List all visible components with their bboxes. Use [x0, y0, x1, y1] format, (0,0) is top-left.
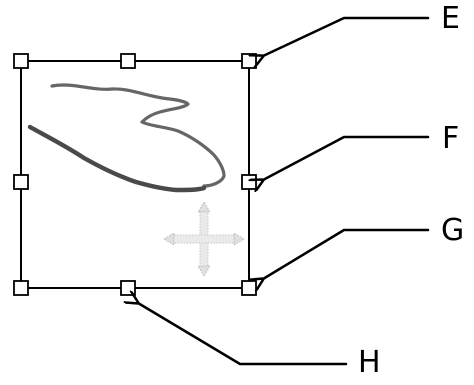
resize-handle-bottom-middle-icon[interactable]	[120, 280, 136, 296]
selected-object	[27, 83, 226, 193]
freehand-stroke-upper	[50, 83, 226, 188]
resize-handle-bottom-right-icon[interactable]	[241, 280, 257, 296]
resize-handle-top-middle-icon[interactable]	[120, 53, 136, 69]
resize-handle-top-left-icon[interactable]	[13, 53, 29, 69]
callout-lines	[138, 16, 430, 366]
callout-e-arrow	[263, 16, 430, 56]
selection-bounding-box	[20, 60, 250, 289]
freehand-stroke-lower	[27, 124, 207, 193]
move-cursor-icon	[162, 200, 246, 278]
resize-handle-bottom-left-icon[interactable]	[13, 280, 29, 296]
callout-label-h: H	[358, 345, 381, 380]
callout-label-e: E	[441, 1, 460, 36]
resize-handle-middle-right-icon[interactable]	[241, 174, 257, 190]
callout-h-arrow	[138, 303, 348, 366]
resize-handle-top-right-icon[interactable]	[241, 53, 257, 69]
callout-label-g: G	[441, 213, 465, 248]
callout-f-arrow	[263, 135, 430, 180]
callout-label-f: F	[442, 121, 460, 156]
callout-g-arrow	[263, 228, 430, 279]
resize-handle-middle-left-icon[interactable]	[13, 174, 29, 190]
resize-handles	[13, 53, 257, 296]
